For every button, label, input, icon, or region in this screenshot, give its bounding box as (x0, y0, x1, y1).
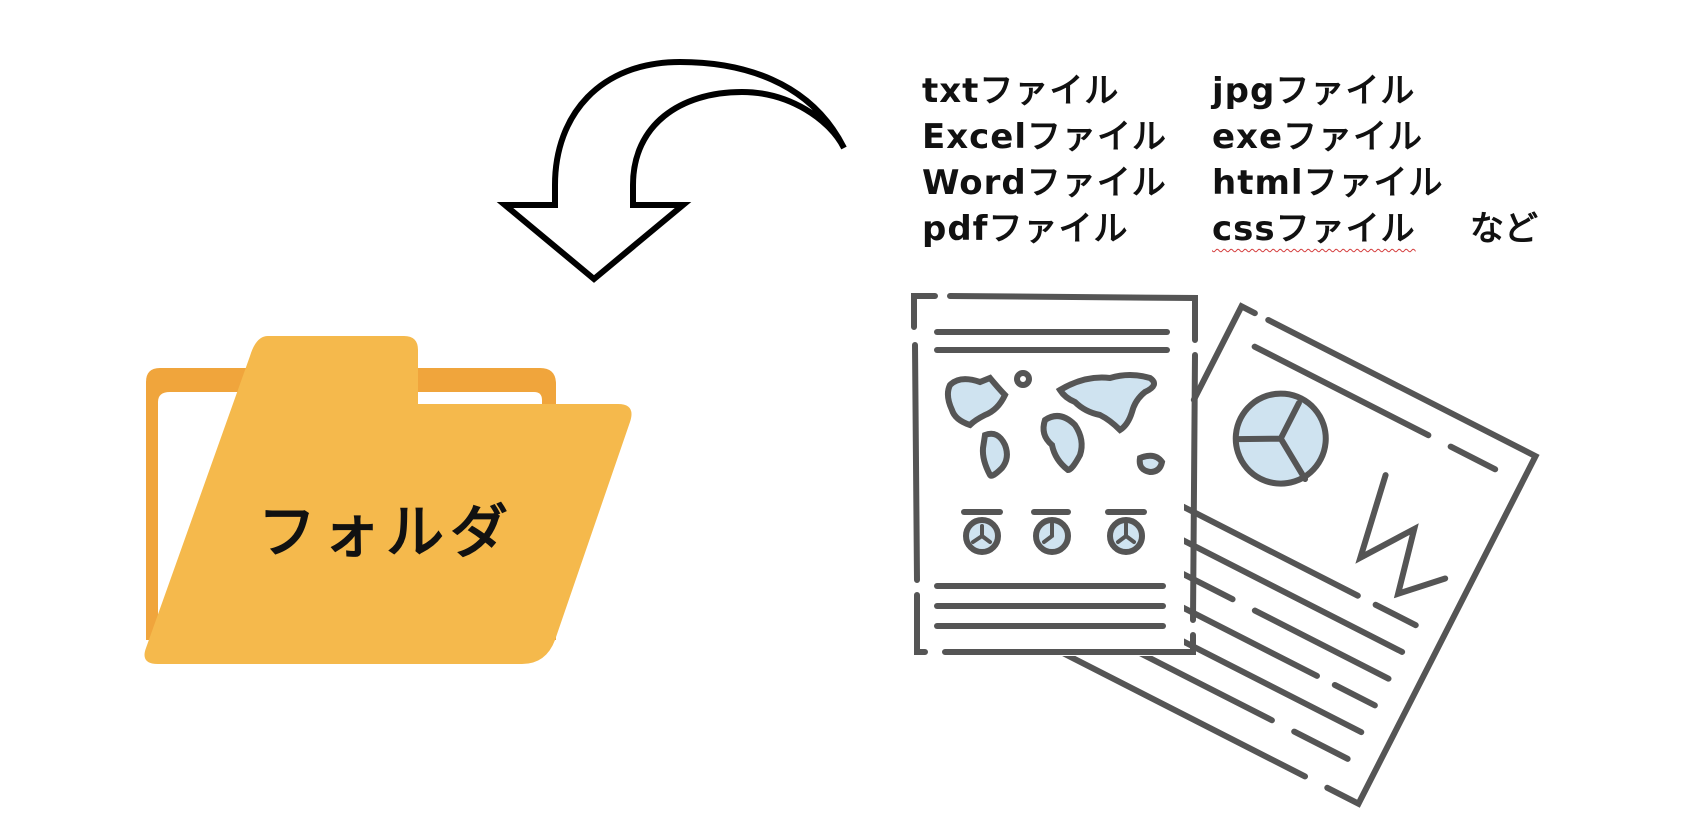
file-type-exe: exeファイル (1212, 117, 1424, 157)
file-type-css: cssファイル (1212, 206, 1472, 252)
file-type-word: Wordファイル (922, 163, 1167, 203)
file-type-list: txtファイル jpgファイル Excelファイル exeファイル Wordファ… (922, 68, 1562, 252)
file-type-jpg: jpgファイル (1212, 71, 1416, 111)
file-type-html: htmlファイル (1212, 163, 1444, 203)
file-type-pdf: pdfファイル (922, 209, 1129, 249)
file-type-excel: Excelファイル (922, 117, 1168, 157)
etc-label: など (1470, 209, 1538, 249)
folder-label: フォルダ (258, 498, 515, 566)
file-type-txt: txtファイル (922, 71, 1120, 111)
css-file-label: cssファイル (1212, 209, 1416, 249)
